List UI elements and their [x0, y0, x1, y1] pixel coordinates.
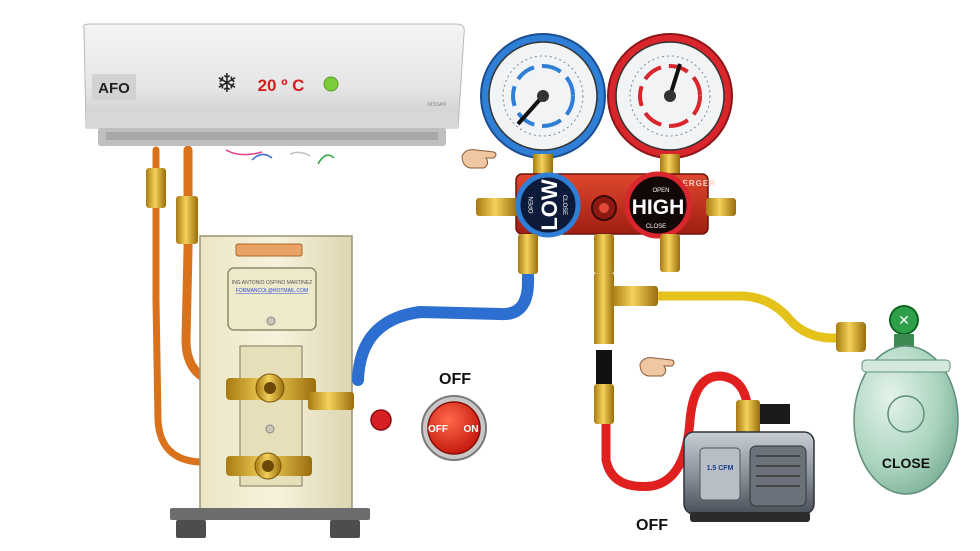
snowflake-icon: ❄: [216, 68, 238, 98]
low-open-label: OPEN: [529, 196, 535, 213]
high-hose-port: [660, 234, 680, 272]
flare-nut: [176, 196, 198, 244]
low-close-label: CLOSE: [561, 195, 567, 215]
unit-label-box: AFO: [92, 74, 136, 100]
manifold-right-port: [706, 198, 736, 216]
high-valve-label: HIGH: [632, 196, 685, 219]
low-hose-port: [518, 234, 538, 274]
refrigerant-tank[interactable]: ✕ CLOSE: [836, 305, 959, 495]
pump-status: OFF: [636, 517, 668, 534]
flare-nut: [146, 168, 166, 208]
high-valve-knob[interactable]: HIGH OPEN CLOSE: [624, 171, 692, 239]
tank-status: CLOSE: [882, 455, 930, 471]
high-close-label: CLOSE: [646, 224, 666, 230]
power-switch[interactable]: OFF OFF ON: [421, 371, 487, 461]
credit-line: ING ANTONIO OSPINO MARTINEZ: [232, 280, 312, 286]
tee-fitting: [594, 274, 614, 344]
unit-label: AFO: [98, 80, 130, 97]
center-port: [594, 234, 614, 274]
switch-status: OFF: [439, 371, 471, 388]
pointing-hand-icon: [461, 149, 497, 169]
access-port-cap[interactable]: [370, 409, 392, 431]
low-gauge-needle: [516, 94, 545, 126]
hoses: [352, 254, 845, 491]
credit-email: FORMANCOL@HOTMAIL.COM: [236, 288, 308, 294]
low-pressure-gauge: [480, 33, 606, 174]
manifold-gauge-set: ROTHENBERGER LOW OPEN CLOSE HIGH OPEN CL…: [476, 33, 736, 424]
high-open-label: OPEN: [652, 188, 669, 194]
low-side-hose: [352, 254, 534, 386]
pump-model: 1.5 CFM: [707, 465, 734, 472]
indoor-unit: AFO ❄ 20 º C NISSAN: [83, 23, 465, 165]
vacuum-pump[interactable]: 1.5 CFM OFF: [636, 400, 815, 534]
low-valve-knob[interactable]: LOW OPEN CLOSE: [515, 172, 581, 238]
unit-badge: NISSAN: [427, 102, 446, 108]
temperature-display: 20 º C: [258, 76, 305, 95]
low-valve-label: LOW: [537, 179, 562, 231]
switch-on-label: ON: [464, 424, 479, 435]
vacuum-hose: [601, 371, 753, 491]
copper-line-small: [152, 146, 244, 470]
vacuum-hose-fitting: [594, 384, 614, 424]
charge-hose-fitting: [612, 286, 658, 306]
switch-off-label: OFF: [428, 424, 448, 435]
pointing-hand-icon: [639, 357, 675, 377]
high-pressure-gauge: [607, 33, 733, 174]
service-valve-upper[interactable]: [226, 373, 316, 403]
cross-icon: ✕: [898, 312, 910, 328]
charge-hose: [651, 291, 845, 343]
status-led: [323, 76, 339, 92]
access-port[interactable]: [308, 392, 354, 410]
manifold-left-port: [476, 198, 518, 216]
outdoor-unit: ING ANTONIO OSPINO MARTINEZ FORMANCOL@HO…: [170, 235, 392, 538]
hose-coupler: [596, 350, 612, 384]
service-valve-lower[interactable]: [226, 452, 312, 480]
